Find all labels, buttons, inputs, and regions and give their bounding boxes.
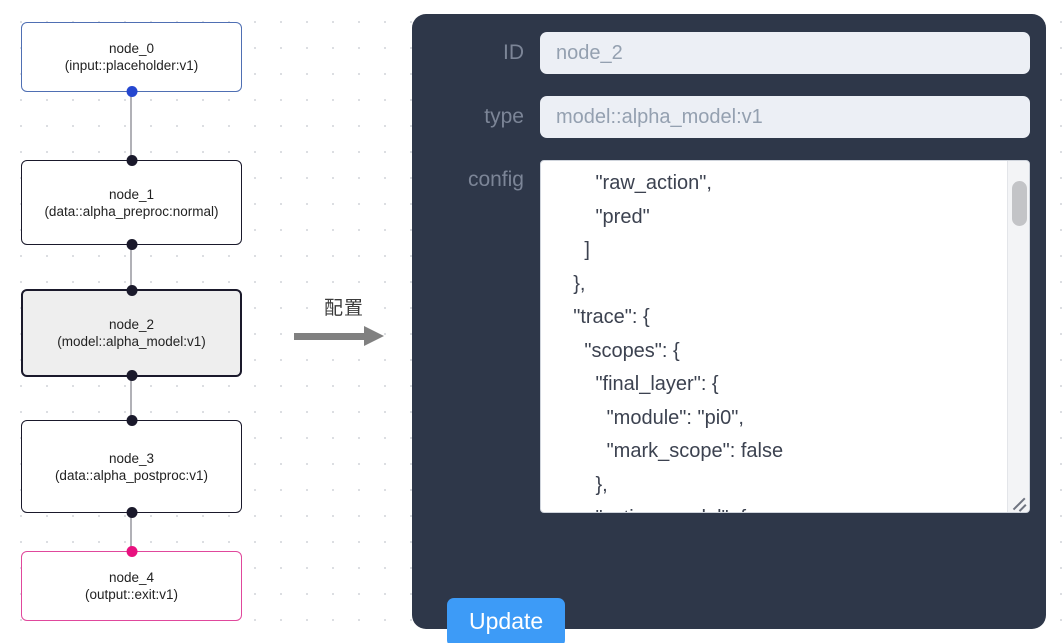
config-textarea[interactable]: "raw_action", "pred" ] }, "trace": { "sc… [573,172,784,512]
node-handle-target[interactable] [126,546,137,557]
config-textarea-wrap[interactable]: "raw_action", "pred" ] }, "trace": { "sc… [540,160,1030,513]
node-config-panel: ID type config "raw_action", "pred" ] },… [412,14,1046,643]
edge-node3-node4 [130,511,132,552]
id-input[interactable] [540,32,1030,74]
scrollbar-thumb[interactable] [1012,181,1027,226]
annotation-group: 配置 [294,296,394,347]
id-field-row: ID [428,32,1030,74]
node-title: node_0 [108,41,155,56]
type-input[interactable] [540,96,1030,138]
edge-node1-node2 [130,243,132,291]
type-field-row: type [428,96,1030,138]
node-subtitle: (input::placeholder:v1) [64,58,199,73]
node-handle-target[interactable] [126,155,137,166]
right-arrow-icon [294,325,394,347]
graph-node-node_2[interactable]: node_2 (model::alpha_model:v1) [21,285,242,381]
arrow-head [364,326,384,346]
config-field-row: config "raw_action", "pred" ] }, "trace"… [428,160,1030,513]
node-title: node_3 [108,450,155,466]
node-subtitle: (data::alpha_postproc:v1) [54,467,209,483]
flow-graph-canvas[interactable]: node_0 (input::placeholder:v1) node_1 (d… [0,0,280,643]
node-title: node_2 [108,317,155,332]
update-button[interactable]: Update [447,598,566,643]
node-handle-source[interactable] [126,507,137,518]
graph-node-node_4[interactable]: node_4 (output::exit:v1) [21,546,242,621]
resize-grip-icon[interactable] [1008,491,1028,511]
edge-node0-node1 [130,90,132,162]
graph-node-node_0[interactable]: node_0 (input::placeholder:v1) [21,22,242,97]
node-title: node_1 [108,186,155,202]
node-subtitle: (data::alpha_preproc:normal) [44,203,219,219]
type-field-label: type [484,105,524,128]
config-field-label: config [467,168,524,191]
id-field-label: ID [503,41,524,64]
annotation-label: 配置 [323,297,364,319]
graph-node-node_1[interactable]: node_1 (data::alpha_preproc:normal) [21,155,242,250]
node-subtitle: (output::exit:v1) [84,587,179,602]
node-handle-source[interactable] [126,86,137,97]
vertical-scrollbar[interactable] [1007,161,1029,512]
node-handle-target[interactable] [126,285,137,296]
node-handle-target[interactable] [126,415,137,426]
node-handle-source[interactable] [126,239,137,250]
node-subtitle: (model::alpha_model:v1) [57,334,206,349]
node-handle-source[interactable] [126,370,137,381]
node-title: node_4 [108,570,155,585]
graph-node-node_3[interactable]: node_3 (data::alpha_postproc:v1) [21,415,242,518]
edge-node2-node3 [130,375,132,421]
arrow-shaft [294,333,366,340]
